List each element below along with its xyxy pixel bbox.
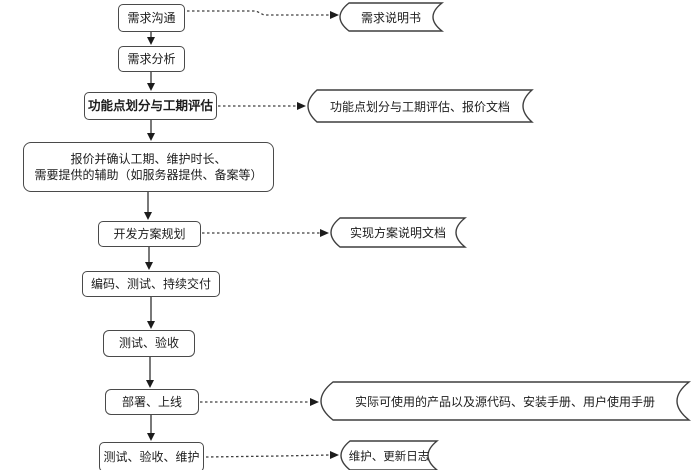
doc-connector-1-arrowhead bbox=[330, 11, 339, 19]
stored-data-shape-deliverables bbox=[320, 381, 692, 421]
process-feature-scoping-estimation: 功能点划分与工期评估 bbox=[84, 92, 217, 120]
process-testing-acceptance-label: 测试、验收 bbox=[118, 336, 179, 351]
process-requirement-communication-label: 需求沟通 bbox=[127, 10, 176, 25]
process-testing-acceptance-maintenance-label: 测试、验收、维护 bbox=[103, 449, 200, 464]
process-development-planning-label: 开发方案规划 bbox=[113, 226, 186, 241]
flow-arrow-3 bbox=[147, 120, 155, 141]
flow-arrow-2 bbox=[147, 72, 155, 91]
stored-data-shape-requirement-spec bbox=[339, 2, 445, 32]
doc-connector-5-arrowhead bbox=[330, 451, 339, 459]
doc-connector-4-arrowhead bbox=[310, 398, 319, 406]
process-quotation-confirmation-label: 报价并确认工期、维护时长、 需要提供的辅助（如服务器提供、备案等） bbox=[34, 151, 262, 183]
process-coding-testing-delivery-label: 编码、测试、持续交付 bbox=[90, 276, 211, 291]
doc-connector-2-arrowhead bbox=[297, 102, 306, 110]
stored-data-shape-scoping-quotation bbox=[307, 89, 534, 123]
flow-arrow-4 bbox=[144, 192, 152, 220]
flow-arrow-8 bbox=[147, 415, 155, 441]
doc-connector-5 bbox=[205, 454, 331, 458]
process-requirement-communication: 需求沟通 bbox=[118, 4, 185, 32]
process-quotation-confirmation-line1: 报价并确认工期、维护时长、 bbox=[70, 151, 227, 166]
process-deploy-launch-label: 部署、上线 bbox=[121, 394, 182, 409]
process-quotation-confirmation: 报价并确认工期、维护时长、 需要提供的辅助（如服务器提供、备案等） bbox=[23, 142, 274, 192]
process-requirement-analysis-label: 需求分析 bbox=[127, 51, 176, 66]
process-deploy-launch: 部署、上线 bbox=[105, 389, 199, 415]
process-testing-acceptance-maintenance: 测试、验收、维护 bbox=[99, 442, 204, 470]
process-feature-scoping-estimation-label: 功能点划分与工期评估 bbox=[87, 98, 213, 113]
process-quotation-confirmation-line2: 需要提供的辅助（如服务器提供、备案等） bbox=[34, 168, 263, 182]
flow-arrow-1 bbox=[147, 32, 155, 45]
doc-connector-1 bbox=[187, 10, 330, 16]
process-testing-acceptance: 测试、验收 bbox=[103, 330, 195, 357]
doc-connector-3-arrowhead bbox=[320, 229, 329, 237]
flow-arrow-7 bbox=[146, 357, 154, 388]
stored-data-shape-implementation-spec bbox=[330, 217, 467, 248]
process-development-planning: 开发方案规划 bbox=[98, 221, 201, 247]
process-requirement-analysis: 需求分析 bbox=[118, 46, 185, 72]
flow-arrow-5 bbox=[145, 247, 153, 270]
flow-arrow-6 bbox=[147, 297, 155, 329]
process-coding-testing-delivery: 编码、测试、持续交付 bbox=[82, 271, 220, 297]
stored-data-shape-maintenance-changelog bbox=[340, 440, 439, 470]
